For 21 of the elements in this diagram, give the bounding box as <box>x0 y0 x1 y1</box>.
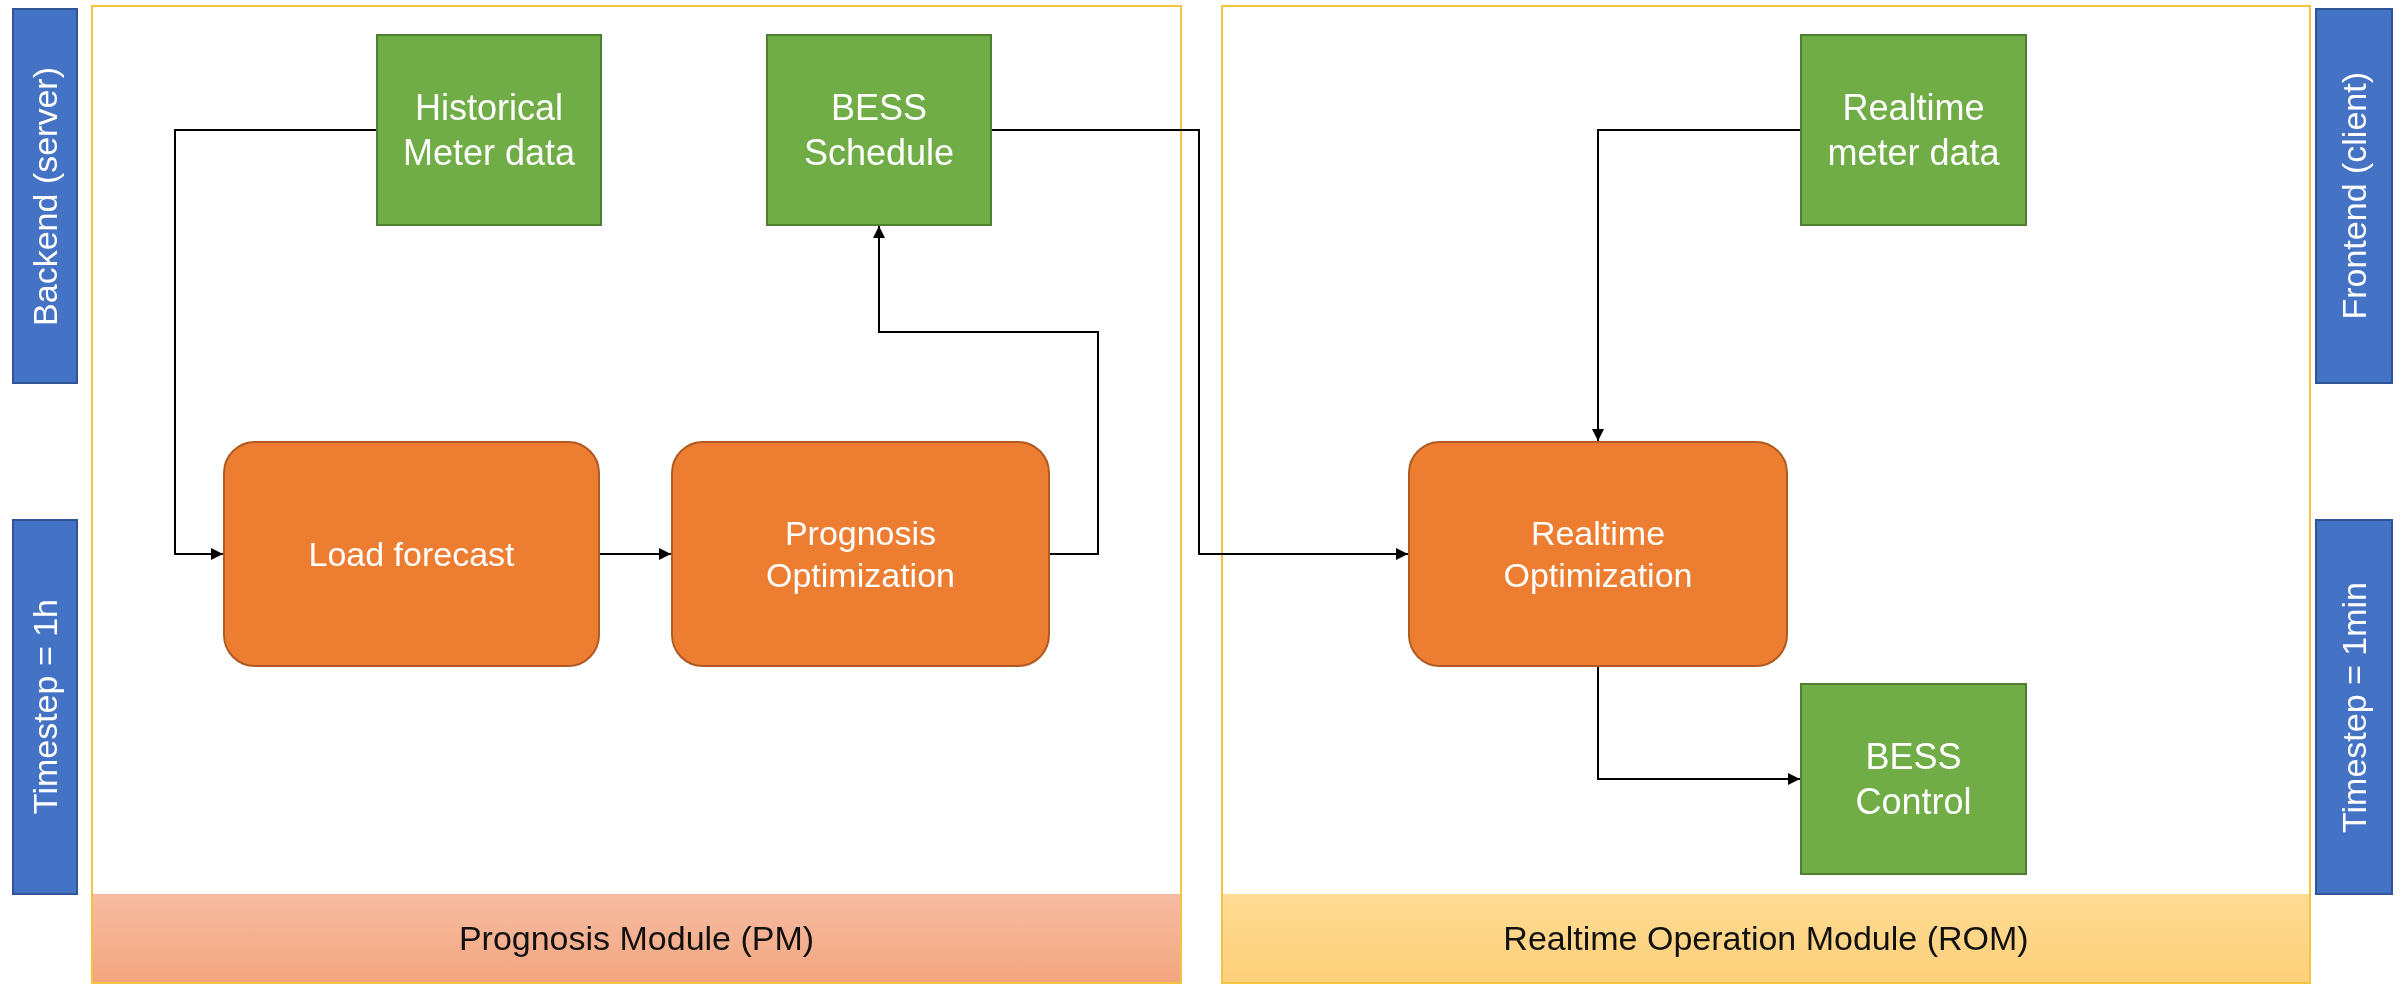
side-label-bar: Timestep = 1h <box>12 519 78 895</box>
module-title-bar: Prognosis Module (PM) <box>93 894 1180 982</box>
side-label-bar: Backend (server) <box>12 8 78 384</box>
arrow <box>174 129 377 560</box>
data-box: BESS Schedule <box>766 34 992 226</box>
module-panel <box>1221 5 2311 984</box>
process-box: Load forecast <box>223 441 600 667</box>
side-label-bar: Frontend (client) <box>2315 8 2393 384</box>
arrow <box>1597 666 1801 785</box>
data-box: Historical Meter data <box>376 34 602 226</box>
module-title-bar: Realtime Operation Module (ROM) <box>1223 894 2309 982</box>
side-label-bar: Timestep = 1min <box>2315 519 2393 895</box>
arrow <box>873 225 1099 555</box>
arrow <box>599 548 672 560</box>
process-box: Prognosis Optimization <box>671 441 1050 667</box>
process-box: Realtime Optimization <box>1408 441 1788 667</box>
arrow <box>1592 129 1801 442</box>
data-box: BESS Control <box>1800 683 2027 875</box>
arrow <box>991 129 1409 560</box>
module-panel <box>91 5 1182 984</box>
data-box: Realtime meter data <box>1800 34 2027 226</box>
